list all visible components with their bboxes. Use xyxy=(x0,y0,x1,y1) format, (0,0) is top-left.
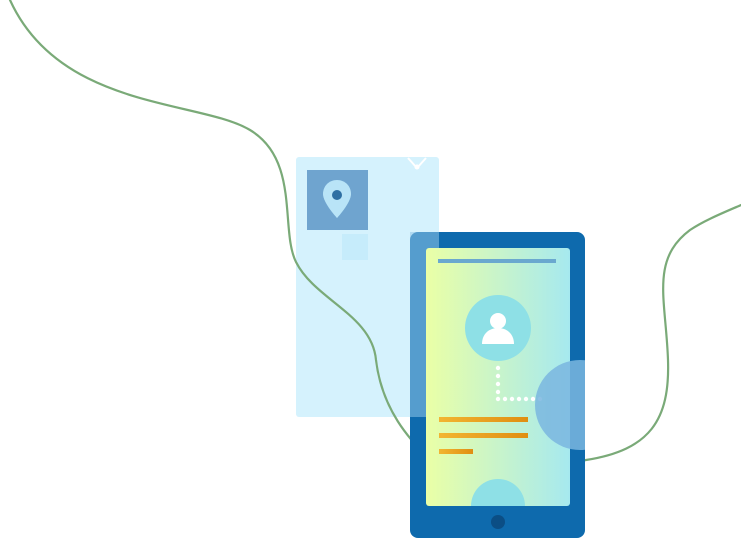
user-icon xyxy=(465,295,531,361)
side-circle xyxy=(535,360,585,450)
map-pin-icon xyxy=(323,180,351,218)
text-line-2 xyxy=(439,433,528,438)
text-line-1 xyxy=(439,417,528,422)
text-line-3 xyxy=(439,449,473,454)
smartphone xyxy=(410,232,585,538)
back-map-card xyxy=(296,157,439,417)
bottom-semicircle xyxy=(471,479,525,506)
card-notch-dot xyxy=(414,164,420,170)
map-tile-small xyxy=(342,234,368,260)
home-button-icon[interactable] xyxy=(491,515,505,529)
screen-header-bar xyxy=(438,259,556,263)
